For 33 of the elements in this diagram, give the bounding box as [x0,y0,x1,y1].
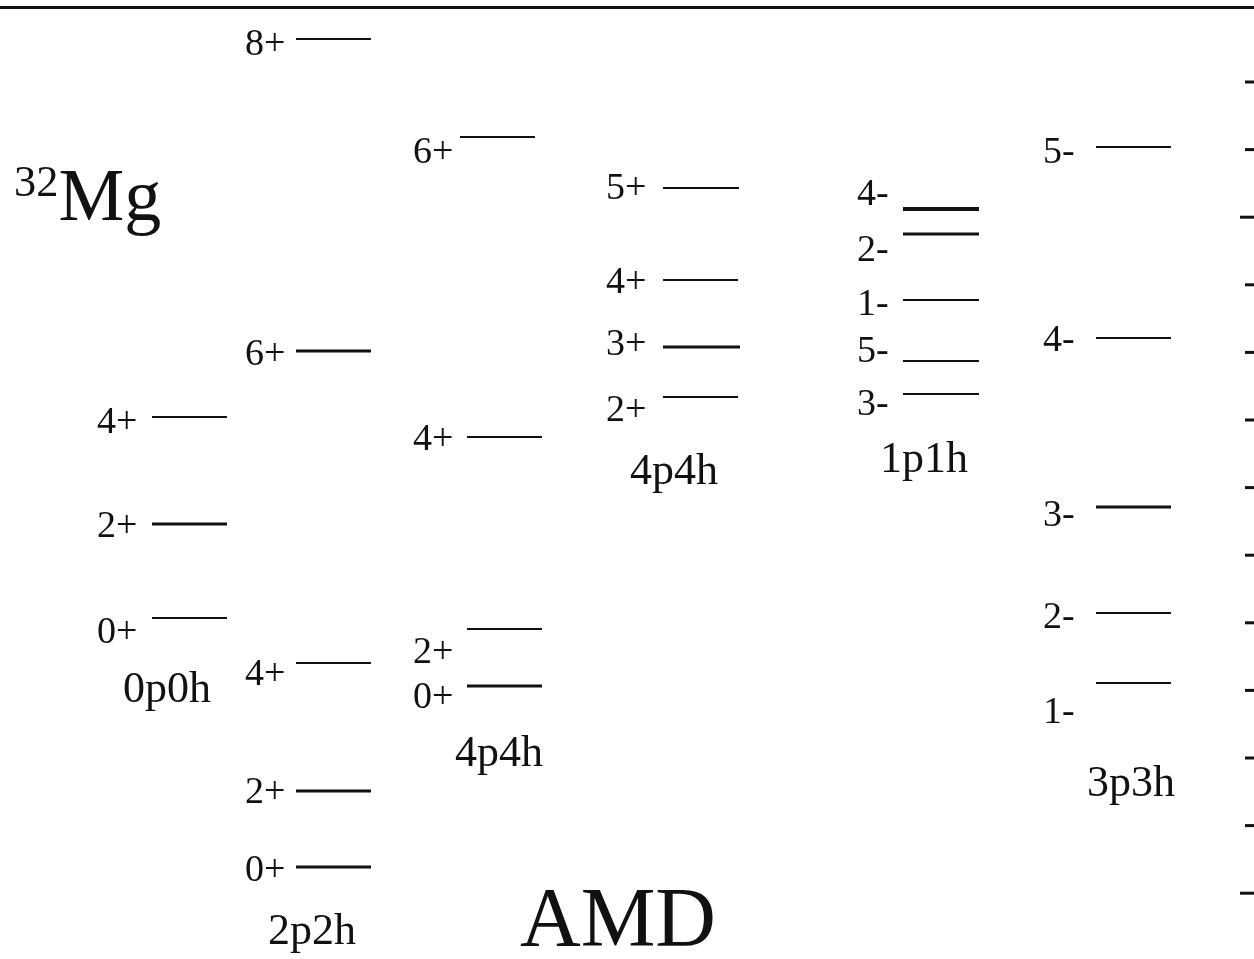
spin-parity-label: 5- [857,330,889,368]
spin-parity-label: 3+ [606,323,647,361]
configuration-label: 0p0h [123,666,211,710]
spin-parity-label: 4+ [245,653,286,691]
spin-parity-label: 0+ [413,676,454,714]
spin-parity-label: 8+ [245,23,286,61]
spin-parity-label: 4- [857,173,889,211]
configuration-label: 3p3h [1087,760,1175,804]
spin-parity-label: 2- [857,229,889,267]
spin-parity-label: 0+ [245,849,286,887]
spin-parity-label: 2+ [413,631,454,669]
spin-parity-label: 1- [1043,691,1075,729]
spin-parity-label: 1- [857,283,889,321]
configuration-label: 2p2h [268,908,356,952]
model-label: AMD [520,876,716,959]
spin-parity-label: 2+ [97,505,138,543]
configuration-label: 4p4h [455,730,543,774]
spin-parity-label: 2+ [245,771,286,809]
spin-parity-label: 5+ [606,167,647,205]
spin-parity-label: 6+ [245,333,286,371]
spin-parity-label: 5- [1043,131,1075,169]
spin-parity-label: 4+ [97,401,138,439]
spin-parity-label: 6+ [413,131,454,169]
spin-parity-label: 4+ [413,418,454,456]
configuration-label: 1p1h [880,436,968,480]
spin-parity-label: 2- [1043,596,1075,634]
spin-parity-label: 3- [857,383,889,421]
spin-parity-label: 0+ [97,611,138,649]
spin-parity-label: 2+ [606,389,647,427]
configuration-label: 4p4h [630,448,718,492]
spin-parity-label: 4- [1043,319,1075,357]
spin-parity-label: 3- [1043,494,1075,532]
spin-parity-label: 4+ [606,261,647,299]
